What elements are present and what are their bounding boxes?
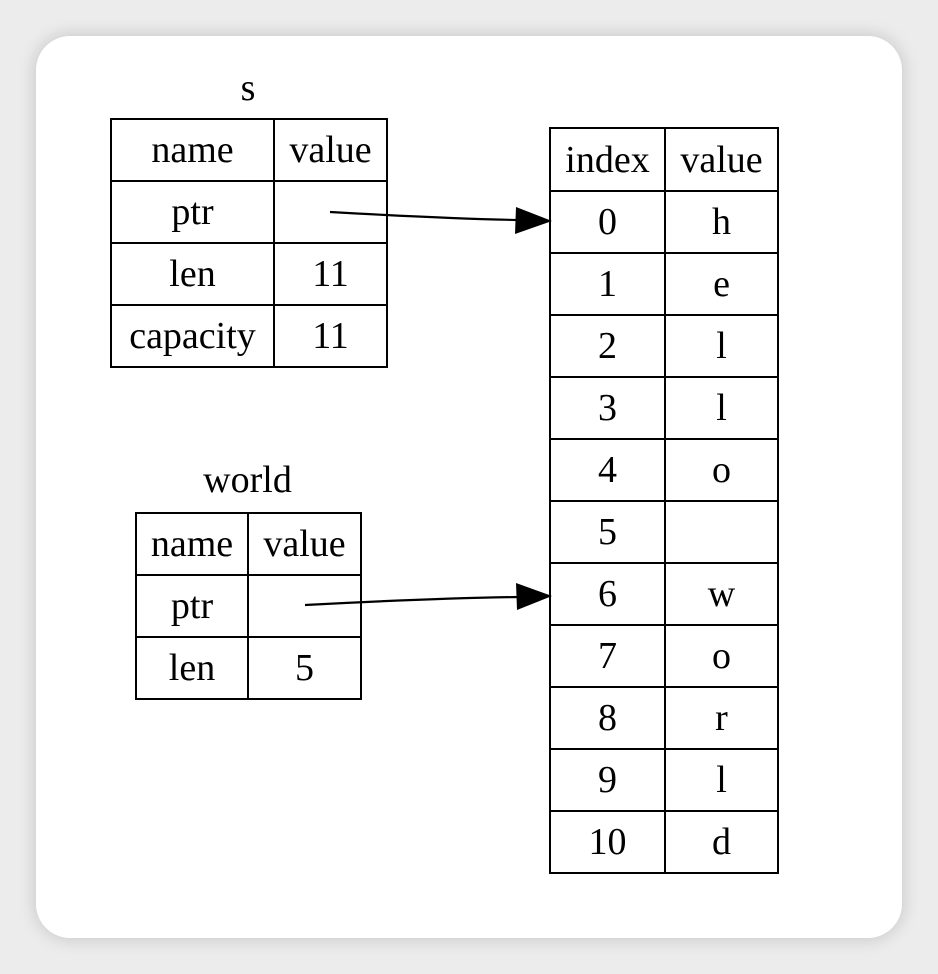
heap-index: 2 bbox=[549, 314, 666, 378]
heap-index: 1 bbox=[549, 252, 666, 316]
heap-value: h bbox=[664, 190, 779, 254]
world-table: name value ptr len 5 bbox=[135, 512, 362, 700]
heap-value: l bbox=[664, 376, 779, 440]
heap-index: 0 bbox=[549, 190, 666, 254]
heap-row: 7 o bbox=[549, 624, 779, 688]
s-capacity-value: 11 bbox=[273, 304, 388, 368]
world-ptr-value bbox=[247, 574, 362, 638]
heap-index: 3 bbox=[549, 376, 666, 440]
heap-row: 4 o bbox=[549, 438, 779, 502]
heap-value: d bbox=[664, 810, 779, 874]
s-ptr-name: ptr bbox=[110, 180, 275, 244]
s-header-row: name value bbox=[110, 118, 388, 182]
heap-value bbox=[664, 500, 779, 564]
heap-row: 8 r bbox=[549, 686, 779, 750]
s-len-name: len bbox=[110, 242, 275, 306]
s-capacity-name: capacity bbox=[110, 304, 275, 368]
heap-row: 3 l bbox=[549, 376, 779, 440]
heap-index: 5 bbox=[549, 500, 666, 564]
heap-header-index: index bbox=[549, 127, 666, 192]
heap-row: 1 e bbox=[549, 252, 779, 316]
world-ptr-name: ptr bbox=[135, 574, 249, 638]
heap-value: r bbox=[664, 686, 779, 750]
heap-index: 6 bbox=[549, 562, 666, 626]
s-header-value: value bbox=[273, 118, 388, 182]
world-len-value: 5 bbox=[247, 636, 362, 700]
world-row-len: len 5 bbox=[135, 636, 362, 700]
heap-value: w bbox=[664, 562, 779, 626]
heap-value: l bbox=[664, 748, 779, 812]
world-header-row: name value bbox=[135, 512, 362, 576]
world-row-ptr: ptr bbox=[135, 574, 362, 638]
heap-row: 6 w bbox=[549, 562, 779, 626]
s-row-capacity: capacity 11 bbox=[110, 304, 388, 368]
s-len-value: 11 bbox=[273, 242, 388, 306]
heap-row: 9 l bbox=[549, 748, 779, 812]
s-row-ptr: ptr bbox=[110, 180, 388, 244]
heap-index: 8 bbox=[549, 686, 666, 750]
heap-value: o bbox=[664, 438, 779, 502]
s-table: name value ptr len 11 capacity 11 bbox=[110, 118, 388, 368]
heap-table: index value 0 h 1 e 2 l 3 l 4 o 5 6 w 7 … bbox=[549, 127, 779, 874]
s-header-name: name bbox=[110, 118, 275, 182]
world-header-name: name bbox=[135, 512, 249, 576]
heap-index: 7 bbox=[549, 624, 666, 688]
heap-index: 9 bbox=[549, 748, 666, 812]
heap-value: e bbox=[664, 252, 779, 316]
heap-row: 0 h bbox=[549, 190, 779, 254]
heap-row: 10 d bbox=[549, 810, 779, 874]
heap-index: 10 bbox=[549, 810, 666, 874]
heap-value: l bbox=[664, 314, 779, 378]
heap-index: 4 bbox=[549, 438, 666, 502]
heap-header-row: index value bbox=[549, 127, 779, 192]
world-title: world bbox=[203, 459, 292, 501]
heap-row: 5 bbox=[549, 500, 779, 564]
s-ptr-value bbox=[273, 180, 388, 244]
heap-header-value: value bbox=[664, 127, 779, 192]
s-title: s bbox=[240, 67, 256, 109]
s-row-len: len 11 bbox=[110, 242, 388, 306]
world-len-name: len bbox=[135, 636, 249, 700]
heap-value: o bbox=[664, 624, 779, 688]
heap-row: 2 l bbox=[549, 314, 779, 378]
world-header-value: value bbox=[247, 512, 362, 576]
